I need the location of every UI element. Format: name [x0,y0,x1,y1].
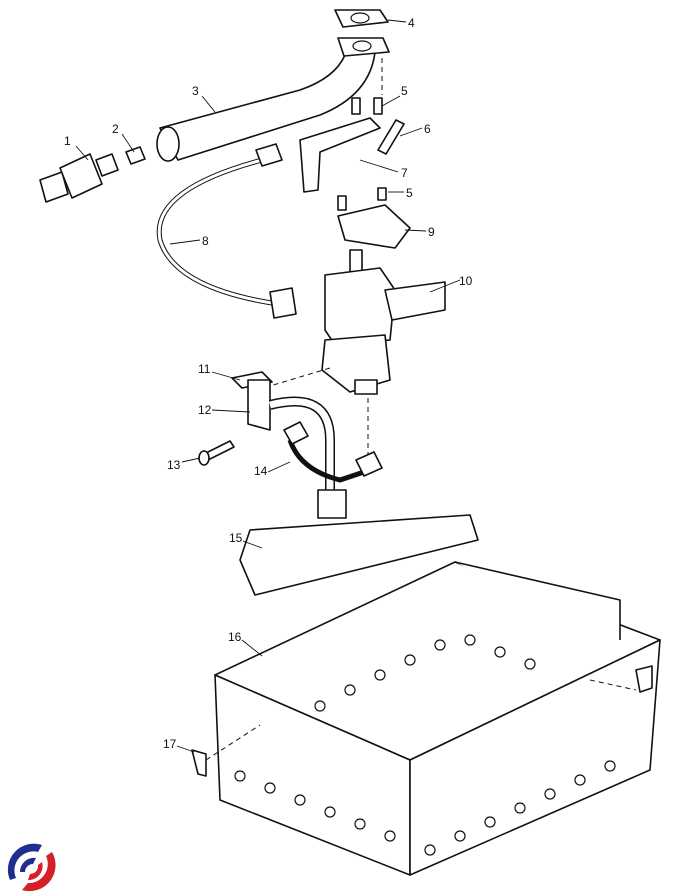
callout-1: 1 [64,134,71,148]
callout-10: 10 [459,274,473,288]
part-4-gasket [334,9,390,57]
callout-17: 17 [163,737,177,751]
callout-14: 14 [254,464,268,478]
part-12-clamp [247,379,271,431]
callout-4: 4 [408,16,415,30]
callout-2: 2 [112,122,119,136]
brand-logo [7,843,56,891]
part-5-screw [377,187,387,201]
callout-12: 12 [198,403,212,417]
part-6-electrode [377,119,405,155]
callout-11: 11 [198,362,211,376]
callout-7: 7 [401,166,408,180]
part-5-screw [337,195,347,211]
part-5-screw [373,97,383,115]
leader-lines [75,19,461,753]
callout-15: 15 [229,531,243,545]
callout-9: 9 [428,225,435,239]
callout-5b: 5 [406,186,413,200]
part-7-pilot-bracket [299,117,381,193]
part-15-plate [239,514,479,596]
callout-16: 16 [228,630,242,644]
callout-6: 6 [424,122,431,136]
part-17-clip [191,749,207,777]
callout-13: 13 [167,458,181,472]
part-3-burner-tube [156,51,376,162]
callout-labels: 1 2 3 4 5 6 7 5 8 9 10 11 12 13 14 15 16… [64,16,473,751]
part-5-screw [351,97,361,115]
part-16-tray [214,561,661,876]
callout-5: 5 [401,84,408,98]
part-10-gas-valve [321,249,446,395]
part-9-pilot-housing [337,204,411,249]
callout-8: 8 [202,234,209,248]
part-2-nut [125,146,146,165]
callout-3: 3 [192,84,199,98]
vent-holes [234,634,616,856]
part-17-clip [635,665,653,693]
part-8-pilot-tube [156,143,297,319]
part-14-outlet-pipe [268,396,383,519]
part-1-inlet-fitting [39,153,119,203]
